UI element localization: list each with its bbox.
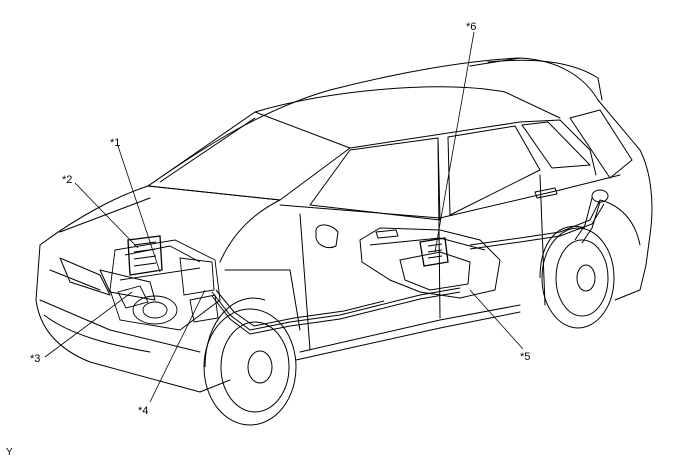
leader-lines — [44, 31, 524, 403]
leader-line-2 — [74, 182, 139, 249]
callout-label-6: *6 — [466, 21, 476, 33]
callout-label-3: *3 — [30, 353, 40, 365]
front-wheel — [203, 297, 297, 426]
callout-label-2: *2 — [62, 174, 72, 186]
filler-neck — [574, 189, 609, 244]
car-body — [35, 57, 653, 393]
callout-label-5: *5 — [520, 351, 530, 363]
engine-assembly — [109, 235, 221, 331]
leader-line-5 — [469, 289, 524, 350]
rear-wheel — [539, 225, 615, 329]
fuel-tank — [359, 227, 501, 299]
callout-label-1: *1 — [110, 137, 120, 149]
corner-mark: Y — [6, 447, 13, 458]
leader-line-6 — [434, 31, 475, 253]
leader-line-3 — [44, 291, 133, 358]
fuel-lines — [211, 199, 605, 335]
callout-label-4: *4 — [138, 405, 148, 417]
leader-line-1 — [117, 145, 161, 273]
leader-line-4 — [149, 289, 206, 403]
